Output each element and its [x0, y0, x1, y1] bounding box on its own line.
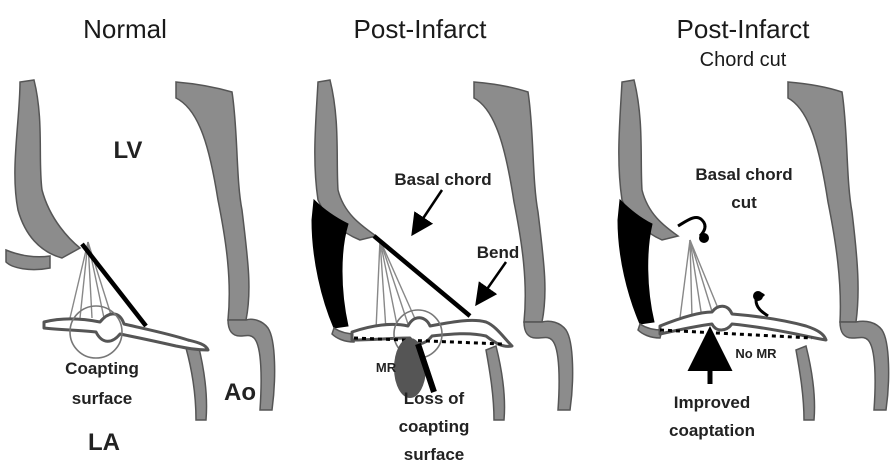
septal-wall	[474, 82, 545, 322]
label-loss-of: Loss of	[404, 389, 465, 408]
panel-title: Post-Infarct	[354, 14, 488, 44]
aortic-root	[524, 321, 573, 410]
septal-wall	[788, 82, 858, 322]
annulus-wall	[638, 324, 662, 338]
mitral-leaflets	[44, 314, 208, 350]
cut-chord-end-lower	[753, 291, 763, 301]
panel-chord-cut: Post-Infarct Chord cut Basal chord cut N…	[618, 14, 889, 440]
label-ao: Ao	[224, 379, 256, 406]
cut-chord-end-upper	[699, 233, 709, 243]
label-basal-chord: Basal chord	[695, 165, 792, 184]
label-surface: surface	[404, 445, 464, 464]
basal-chord-arrow	[414, 190, 442, 232]
panel-normal: Normal LV Coapting surface Ao LA	[6, 14, 275, 456]
label-coapting: coapting	[399, 417, 470, 436]
panel-subtitle: Chord cut	[700, 49, 787, 71]
label-cut: cut	[731, 193, 757, 212]
label-surface: surface	[72, 389, 132, 408]
label-improved: Improved	[674, 393, 751, 412]
label-lv: LV	[114, 137, 143, 164]
chordae	[680, 240, 722, 318]
label-bend: Bend	[477, 243, 520, 262]
panel-title: Normal	[83, 14, 167, 44]
label-basal-chord: Basal chord	[394, 170, 491, 189]
lv-wall-left	[15, 80, 80, 258]
panel-post-infarct: Post-Infarct Basal chord Bend MR Loss	[312, 14, 573, 464]
bend-arrow	[478, 262, 506, 302]
la-wall	[486, 346, 505, 420]
label-coaptation: coaptation	[669, 421, 755, 440]
septal-wall	[176, 82, 249, 320]
la-wall	[796, 346, 815, 420]
label-la: LA	[88, 429, 120, 456]
annulus-wall	[6, 250, 50, 270]
label-mr: MR	[376, 360, 397, 375]
aortic-root	[840, 321, 889, 410]
la-wall	[186, 344, 207, 420]
label-no-mr: No MR	[735, 346, 777, 361]
panel-title: Post-Infarct	[677, 14, 811, 44]
cut-chord-stump-upper	[678, 218, 705, 236]
label-coapting: Coapting	[65, 359, 139, 378]
basal-chord	[374, 236, 470, 316]
